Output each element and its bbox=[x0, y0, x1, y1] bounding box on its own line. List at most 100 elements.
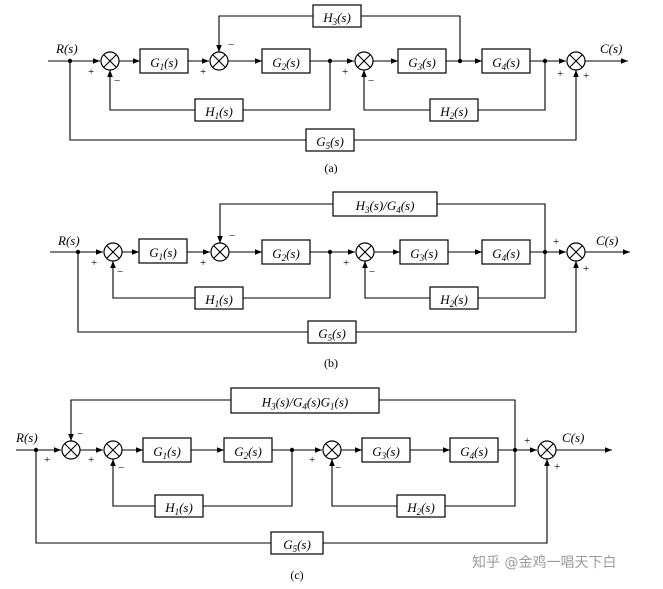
block-g1: G1(s) bbox=[138, 238, 188, 264]
signal-line bbox=[354, 70, 579, 141]
input-signal-label: R(s) bbox=[57, 233, 80, 248]
block-label: G5(s) bbox=[316, 134, 344, 152]
summing-junction-4 bbox=[566, 51, 586, 71]
block-label: G3(s) bbox=[408, 55, 436, 73]
plus-sign: + bbox=[553, 236, 559, 248]
plus-sign: + bbox=[583, 263, 589, 275]
summing-junction-2 bbox=[210, 242, 230, 262]
plus-sign: + bbox=[200, 257, 206, 269]
diagram-b: R(s)+−G1(s)+−G2(s)+−G3(s)G4(s)++C(s)H1(s… bbox=[50, 191, 630, 370]
minus-sign: − bbox=[335, 462, 341, 474]
signal-line bbox=[110, 459, 155, 507]
plus-sign: + bbox=[342, 66, 348, 78]
signal-line bbox=[323, 459, 550, 544]
block-box bbox=[223, 437, 273, 463]
signal-line bbox=[69, 61, 306, 141]
block-g1: G1(s) bbox=[142, 437, 192, 463]
diagram-c: R(s)+−+−G1(s)G2(s)+−G3(s)G4(s)++C(s)H1(s… bbox=[15, 387, 612, 582]
plus-sign: + bbox=[200, 66, 206, 78]
block-h3-over-g4: H3(s)/G4(s) bbox=[332, 191, 438, 217]
block-box bbox=[361, 437, 411, 463]
summing-cross bbox=[106, 245, 120, 259]
signal-line bbox=[445, 450, 516, 507]
signal-line bbox=[478, 61, 546, 111]
block-label: G3(s) bbox=[372, 444, 400, 462]
block-g4: G4(s) bbox=[481, 239, 531, 265]
block-label: H2(s) bbox=[406, 500, 435, 518]
figure-caption: (b) bbox=[324, 356, 338, 370]
block-h2: H2(s) bbox=[429, 98, 479, 122]
block-label: G1(s) bbox=[149, 245, 177, 263]
signal-line bbox=[217, 203, 333, 243]
block-h1: H1(s) bbox=[194, 286, 244, 310]
signal-line bbox=[243, 252, 331, 299]
block-label: G2(s) bbox=[234, 444, 262, 462]
block-g2: G2(s) bbox=[261, 239, 311, 265]
summing-junction-3 bbox=[322, 440, 342, 460]
summing-cross bbox=[64, 443, 78, 457]
block-h1: H1(s) bbox=[154, 494, 204, 518]
block-box bbox=[139, 48, 189, 74]
signal-line bbox=[68, 399, 231, 441]
signal-line bbox=[379, 399, 516, 450]
plus-sign: + bbox=[91, 257, 97, 269]
summing-junction-2 bbox=[209, 51, 229, 71]
block-h2: H2(s) bbox=[396, 494, 446, 518]
block-box bbox=[332, 191, 438, 217]
figure-caption: (c) bbox=[290, 568, 303, 582]
signal-line bbox=[478, 252, 546, 299]
block-h3-over-g4-g1: H3(s)/G4(s)G1(s) bbox=[230, 387, 380, 414]
plus-sign: + bbox=[309, 454, 315, 466]
block-h2: H2(s) bbox=[429, 286, 479, 310]
plus-sign: + bbox=[524, 435, 530, 447]
input-signal-label: R(s) bbox=[55, 41, 78, 56]
signal-line bbox=[329, 459, 397, 507]
watermark-text: 知乎 @金鸡一唱天下白 bbox=[472, 554, 616, 571]
block-g5: G5(s) bbox=[305, 128, 355, 152]
block-box bbox=[261, 48, 311, 74]
signal-line bbox=[356, 261, 579, 333]
block-g3: G3(s) bbox=[397, 48, 447, 74]
minus-sign: − bbox=[114, 75, 120, 87]
block-label: H1(s) bbox=[204, 292, 233, 310]
block-h1: H1(s) bbox=[194, 98, 244, 122]
summing-junction-0 bbox=[61, 440, 81, 460]
plus-sign: + bbox=[557, 68, 563, 80]
signal-line bbox=[243, 61, 331, 111]
summing-junction-1 bbox=[100, 51, 120, 71]
block-label: G4(s) bbox=[460, 444, 488, 462]
block-g2: G2(s) bbox=[223, 437, 273, 463]
minus-sign: − bbox=[118, 462, 124, 474]
summing-junction-1 bbox=[103, 440, 123, 460]
signal-line bbox=[203, 450, 293, 507]
block-h3: H3(s) bbox=[312, 4, 362, 28]
signal-line bbox=[361, 15, 461, 61]
block-g4: G4(s) bbox=[449, 437, 499, 463]
block-box bbox=[138, 238, 188, 264]
block-g3: G3(s) bbox=[361, 437, 411, 463]
signal-line bbox=[77, 252, 308, 333]
plus-sign: + bbox=[44, 454, 50, 466]
signal-line bbox=[361, 70, 430, 111]
figure-caption: (a) bbox=[324, 161, 337, 175]
summing-cross bbox=[357, 54, 371, 68]
output-signal-label: C(s) bbox=[600, 41, 622, 56]
block-label: G1(s) bbox=[153, 444, 181, 462]
summing-cross bbox=[569, 245, 583, 259]
minus-sign: − bbox=[368, 75, 374, 87]
block-g2: G2(s) bbox=[261, 48, 311, 74]
block-label: H1(s) bbox=[204, 104, 233, 122]
summing-cross bbox=[212, 54, 226, 68]
block-label: G1(s) bbox=[150, 55, 178, 73]
block-label: G5(s) bbox=[283, 537, 311, 555]
minus-sign: − bbox=[117, 266, 123, 278]
summing-cross bbox=[569, 54, 583, 68]
summing-cross bbox=[358, 245, 372, 259]
block-label: G2(s) bbox=[272, 55, 300, 73]
plus-sign: + bbox=[583, 70, 589, 82]
diagram-group: R(s) + − G1(s) + − G2(s) + − G3(s) G4(s) + + C(s) H1(s… bbox=[15, 4, 630, 582]
plus-sign: + bbox=[343, 257, 349, 269]
signal-line bbox=[362, 261, 430, 299]
minus-sign: − bbox=[369, 266, 375, 278]
